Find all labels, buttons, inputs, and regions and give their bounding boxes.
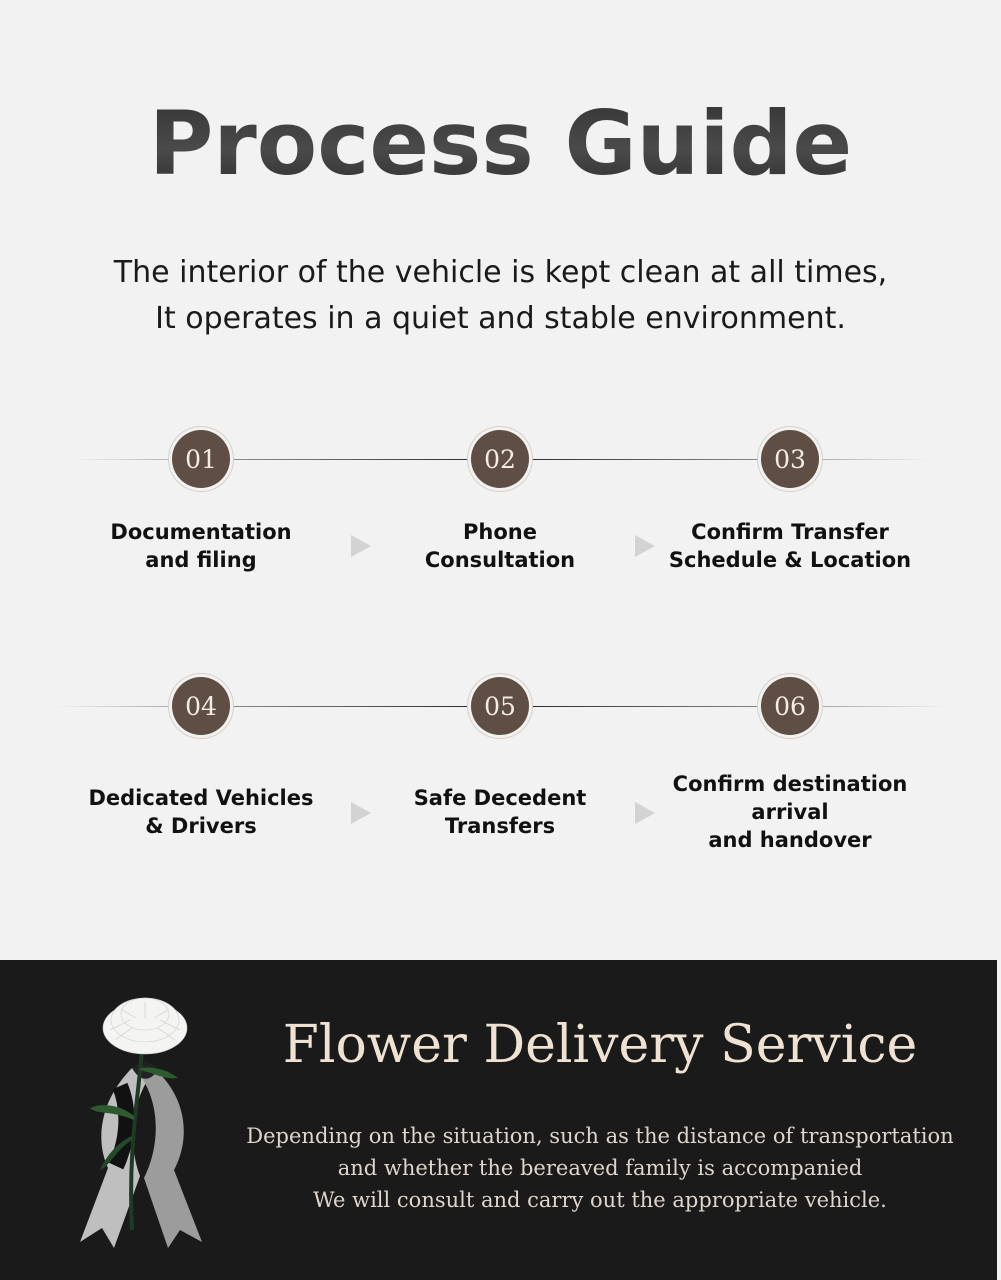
- step-number-01: 01: [172, 430, 230, 488]
- step-label-line: Documentation: [110, 520, 292, 544]
- step-label-line: Transfers: [444, 814, 556, 838]
- step-label-line: and handover: [708, 828, 872, 852]
- body-line: We will consult and carry out the approp…: [313, 1188, 887, 1212]
- page-title: Process Guide: [0, 92, 1001, 195]
- arrow-right-icon: [351, 535, 371, 557]
- step-label-line: Consultation: [424, 548, 576, 572]
- step-label-line: Phone: [463, 520, 537, 544]
- step-label-line: Confirm destination: [672, 772, 908, 796]
- step-label-documentation: Documentation and filing: [71, 518, 331, 574]
- step-label-line: Confirm Transfer: [691, 520, 889, 544]
- arrow-right-icon: [635, 535, 655, 557]
- arrow-right-icon: [351, 802, 371, 824]
- step-label-line: & Drivers: [145, 814, 257, 838]
- step-label-line: Schedule & Location: [668, 548, 912, 572]
- step-label-dedicated-vehicles: Dedicated Vehicles & Drivers: [71, 784, 331, 840]
- step-number-05: 05: [471, 677, 529, 735]
- step-label-phone-consultation: Phone Consultation: [370, 518, 630, 574]
- step-label-safe-transfers: Safe Decedent Transfers: [370, 784, 630, 840]
- intro-line: It operates in a quiet and stable enviro…: [155, 301, 846, 336]
- step-number-03: 03: [761, 430, 819, 488]
- process-row-1: 01 Documentation and filing 02 Phone Con…: [0, 425, 1001, 625]
- process-row-2: 04 Dedicated Vehicles & Drivers 05 Safe …: [0, 672, 1001, 872]
- step-number-06: 06: [761, 677, 819, 735]
- arrow-right-icon: [635, 802, 655, 824]
- step-label-line: Dedicated Vehicles: [88, 786, 314, 810]
- step-label-confirm-destination: Confirm destination arrival and handover: [655, 770, 925, 854]
- step-label-line: and filing: [145, 548, 257, 572]
- body-line: and whether the bereaved family is accom…: [337, 1156, 863, 1180]
- step-number-04: 04: [172, 677, 230, 735]
- flower-section-title: Flower Delivery Service: [282, 1015, 918, 1075]
- flower-section-body: Depending on the situation, such as the …: [240, 1120, 960, 1216]
- intro-line: The interior of the vehicle is kept clea…: [113, 255, 888, 290]
- step-label-confirm-transfer: Confirm Transfer Schedule & Location: [655, 518, 925, 574]
- step-label-line: arrival: [751, 800, 829, 824]
- step-number-02: 02: [471, 430, 529, 488]
- flower-delivery-section: Flower Delivery Service Depending on the…: [0, 960, 997, 1280]
- chrysanthemum-ribbon-icon: [80, 997, 202, 1248]
- step-label-line: Safe Decedent: [413, 786, 587, 810]
- intro-text: The interior of the vehicle is kept clea…: [0, 250, 1001, 342]
- body-line: Depending on the situation, such as the …: [246, 1124, 954, 1148]
